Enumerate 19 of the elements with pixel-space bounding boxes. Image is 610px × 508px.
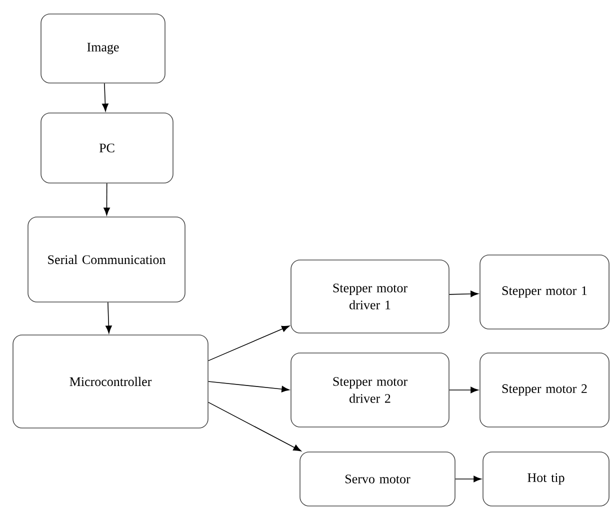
process-box: Microcontroller bbox=[12, 334, 208, 428]
process-box: Stepper motor 1 bbox=[480, 254, 610, 330]
process-box: Hot tip bbox=[482, 452, 610, 506]
process-box: Image bbox=[40, 14, 166, 84]
arrow bbox=[208, 326, 290, 362]
process-box: PC bbox=[40, 112, 174, 184]
process-box: Servo motor bbox=[300, 452, 456, 506]
arrow bbox=[455, 476, 482, 482]
arrow bbox=[106, 302, 112, 334]
process-box: Stepper motor driver 2 bbox=[290, 352, 450, 428]
arrow bbox=[208, 381, 290, 392]
process-box: Stepper motor driver 1 bbox=[290, 260, 450, 334]
arrow bbox=[102, 83, 108, 112]
arrow bbox=[104, 183, 110, 216]
arrow bbox=[208, 402, 302, 452]
arrow bbox=[449, 290, 478, 298]
process-box: Serial Communication bbox=[28, 216, 186, 302]
process-box: Stepper motor 2 bbox=[480, 352, 610, 428]
arrow bbox=[449, 386, 478, 394]
